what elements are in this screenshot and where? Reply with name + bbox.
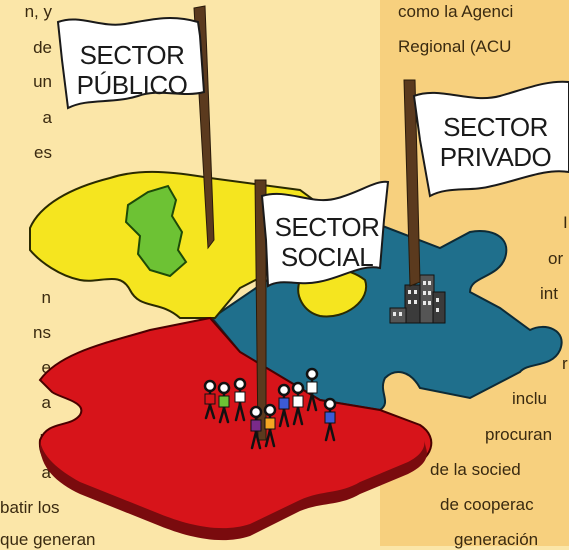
left-text-line: ns [33,323,51,342]
right-text-line: inclu [512,389,547,408]
left-text-line: que generan [0,530,96,549]
right-text-line: generación [454,530,539,549]
left-text-line: n [41,288,51,307]
flag-private-line1: SECTOR [443,112,548,142]
flag-private-label: SECTOR PRIVADO [422,112,569,172]
left-text-line: a [41,393,51,412]
flag-pole-private [403,79,421,287]
right-text-line: or [548,249,564,268]
right-text-line: I [563,213,568,232]
right-text-line: como la Agenci [398,2,514,21]
flag-social [260,180,390,288]
left-text-line: es [34,143,52,162]
left-text-line: n, y [24,2,52,21]
flag-public-line2: PÚBLICO [76,70,188,100]
flag-pole-social [254,179,267,441]
right-text-line: de la socied [430,460,521,479]
flag-social-label: SECTOR SOCIAL [270,212,384,272]
left-text-line: a [41,463,51,482]
left-text-line: a [42,108,52,127]
red-puzzle-shadow [39,440,427,541]
flag-social-line2: SOCIAL [280,242,374,272]
right-text-line: procuran [485,425,553,444]
green-map-shape [124,184,188,278]
flag-social-line1: SECTOR [274,212,380,242]
flag-public-label: SECTOR PÚBLICO [72,40,192,100]
flag-public [56,17,206,110]
right-text-line: de cooperac [440,495,534,514]
right-text-line: Regional (ACU [398,37,512,56]
right-text-line: r [562,354,568,373]
flag-private-line2: PRIVADO [439,142,552,172]
flag-public-line1: SECTOR [79,40,185,70]
people-group-icon [203,367,337,450]
right-text-line: int [540,284,558,303]
flag-private [412,80,569,198]
buildings-icon [389,274,446,324]
left-text-line: de [33,38,52,57]
left-text-line: un [33,72,52,91]
left-text-line: e [41,358,51,377]
left-text-line: batir los [0,498,60,517]
